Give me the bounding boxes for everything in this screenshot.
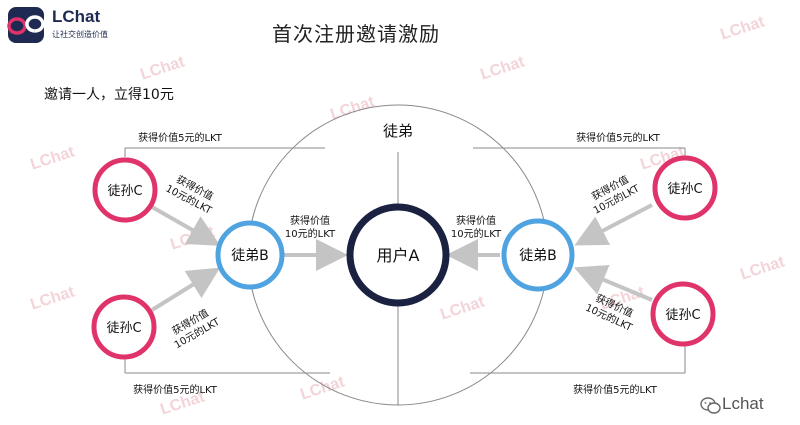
lchat-logo-icon <box>7 7 45 43</box>
label-bottom-right: 获得价值5元的LKT <box>573 383 658 396</box>
label-bottom-left: 获得价值5元的LKT <box>133 383 218 396</box>
arrow-right-label-2: 10元的LKT <box>451 227 502 240</box>
arrow-gc-bl <box>150 267 221 312</box>
wechat-name: Lchat <box>722 394 764 413</box>
arrow-gc-br <box>573 264 653 302</box>
page-subtitle: 邀请一人，立得10元 <box>44 87 174 103</box>
node-grandchild-bottom-left: 徒孙C <box>91 294 157 360</box>
arrow-gc-tr <box>574 203 653 246</box>
node-grandchild-top-right-label: 徒孙C <box>667 182 702 197</box>
logo-slogan: 让社交创造价值 <box>52 30 108 39</box>
label-top-left: 获得价值5元的LKT <box>138 131 223 144</box>
node-grandchild-bottom-left-label: 徒孙C <box>106 321 141 336</box>
node-disciple-left: 徒弟B <box>215 220 285 290</box>
arrow-left-label-2: 10元的LKT <box>285 227 336 240</box>
node-user-a: 用户A <box>346 203 450 307</box>
page-title: 首次注册邀请激励 <box>272 22 440 46</box>
wechat-icon <box>700 397 721 414</box>
node-disciple-right: 徒弟B <box>501 218 575 292</box>
node-disciple-right-label: 徒弟B <box>519 248 557 264</box>
node-user-a-label: 用户A <box>377 246 420 265</box>
label-top-right: 获得价值5元的LKT <box>576 131 661 144</box>
arrow-left-label-1: 获得价值 <box>290 214 330 227</box>
wechat-badge: Lchat <box>700 392 795 420</box>
node-disciple-left-label: 徒弟B <box>231 248 269 264</box>
node-grandchild-top-right: 徒孙C <box>652 155 718 221</box>
circle-label: 徒弟 <box>383 122 413 140</box>
node-grandchild-bottom-right-label: 徒孙C <box>665 308 700 323</box>
logo-name: LChat <box>52 7 101 26</box>
arrow-right-label-1: 获得价值 <box>456 214 496 227</box>
arrow-gc-tl <box>151 205 221 246</box>
node-grandchild-top-left-label: 徒孙C <box>107 184 142 199</box>
node-grandchild-bottom-right: 徒孙C <box>650 281 716 347</box>
lchat-logo: LChat 让社交创造价值 <box>6 5 116 45</box>
node-grandchild-top-left: 徒孙C <box>92 157 158 223</box>
